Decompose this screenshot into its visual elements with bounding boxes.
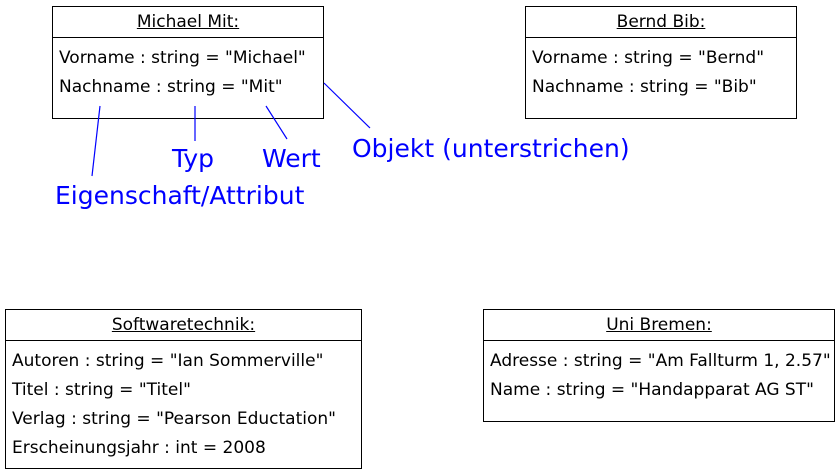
object-title: Bernd Bib: (526, 7, 796, 38)
object-uni-bremen: Uni Bremen: Adresse : string = "Am Fallt… (483, 309, 835, 422)
attribute-vorname: Vorname : string = "Bernd" (532, 48, 765, 68)
attribute-nachname: Nachname : string = "Bib" (532, 77, 757, 97)
annotation-object: Objekt (unterstrichen) (352, 134, 630, 163)
object-title: Uni Bremen: (484, 310, 834, 341)
attribute-list: Autoren : string = "Ian Sommerville" Tit… (6, 341, 361, 467)
attribute-nachname: Nachname : string = "Mit" (59, 77, 283, 97)
connector-object (323, 82, 371, 129)
object-softwaretechnik: Softwaretechnik: Autoren : string = "Ian… (5, 309, 362, 469)
attribute-list: Vorname : string = "Bernd" Nachname : st… (526, 38, 796, 106)
attribute-vorname: Vorname : string = "Michael" (59, 48, 306, 68)
annotation-type: Typ (172, 144, 215, 173)
attribute-list: Adresse : string = "Am Fallturm 1, 2.57"… (484, 341, 834, 409)
attribute-titel: Titel : string = "Titel" (12, 380, 191, 400)
attribute-autoren: Autoren : string = "Ian Sommerville" (12, 351, 324, 371)
attribute-adresse: Adresse : string = "Am Fallturm 1, 2.57" (490, 351, 831, 371)
annotation-attribute: Eigenschaft/Attribut (55, 181, 305, 210)
attribute-list: Vorname : string = "Michael" Nachname : … (53, 38, 323, 106)
object-bernd-bib: Bernd Bib: Vorname : string = "Bernd" Na… (525, 6, 797, 119)
attribute-verlag: Verlag : string = "Pearson Eductation" (12, 409, 336, 429)
object-michael-mit: Michael Mit: Vorname : string = "Michael… (52, 6, 324, 119)
object-title: Michael Mit: (53, 7, 323, 38)
annotation-value: Wert (262, 144, 321, 173)
attribute-name: Name : string = "Handapparat AG ST" (490, 380, 814, 400)
attribute-erscheinungsjahr: Erscheinungsjahr : int = 2008 (12, 438, 266, 458)
object-title: Softwaretechnik: (6, 310, 361, 341)
